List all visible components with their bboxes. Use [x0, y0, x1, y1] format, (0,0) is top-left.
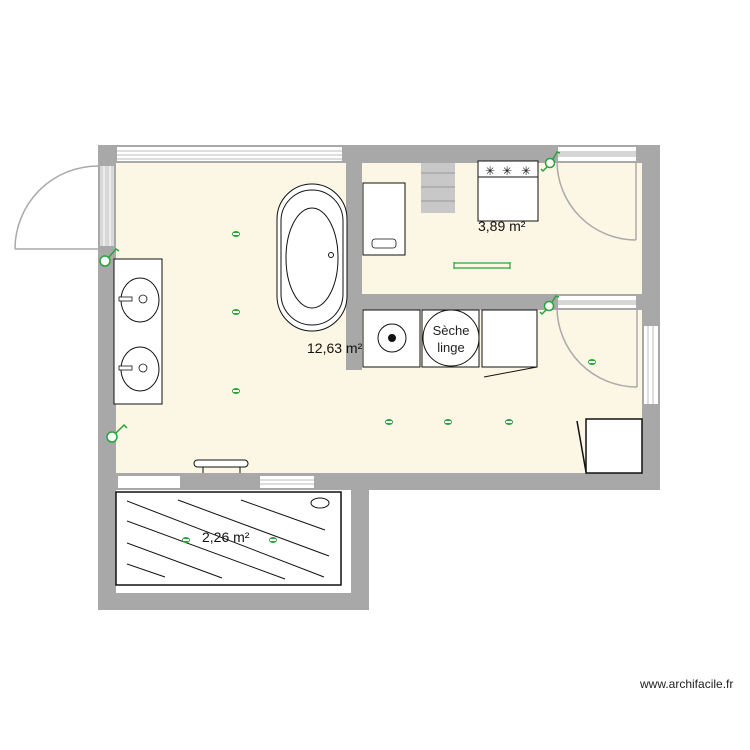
- socket-icon: [385, 419, 393, 425]
- electric-bar: [453, 262, 511, 269]
- light-switches: [99, 151, 561, 443]
- switch-icon: [106, 423, 128, 443]
- entry-door-left[interactable]: [14, 165, 99, 250]
- utility-door-top-right[interactable]: [556, 160, 637, 241]
- cabinet: [481, 309, 538, 368]
- windows: [100, 147, 658, 488]
- shower-tray: [115, 491, 342, 586]
- switch-icon: [99, 248, 120, 267]
- cooktop: ✳ ✳ ✳: [477, 160, 539, 222]
- socket-icon: [232, 388, 240, 394]
- towel-radiator: [193, 459, 249, 473]
- socket-icon: [588, 359, 596, 365]
- area-label-shower-room: 2,26 m²: [202, 529, 250, 545]
- switch-icon: [540, 151, 561, 173]
- socket-icon: [505, 419, 513, 425]
- socket-icon: [232, 309, 240, 315]
- doors[interactable]: [14, 160, 638, 388]
- dryer-label: Sèche linge: [423, 322, 479, 356]
- area-label-utility-room: 3,89 m²: [478, 218, 526, 234]
- svg-text:✳: ✳: [521, 164, 531, 178]
- window-mid-right: [558, 296, 636, 308]
- utility-door-mid-right[interactable]: [556, 307, 638, 388]
- area-label-main-bathroom: 12,63 m²: [307, 340, 363, 356]
- boiler: [362, 182, 406, 256]
- bathtub: [276, 183, 348, 332]
- svg-text:✳: ✳: [485, 164, 495, 178]
- watermark[interactable]: www.archifacile.fr: [640, 677, 734, 691]
- window-shower-top: [118, 476, 314, 488]
- svg-text:✳: ✳: [502, 164, 512, 178]
- laundry-row: [362, 309, 538, 378]
- window-right-wall: [644, 326, 658, 404]
- cabinet-bottom-right: [576, 418, 643, 474]
- socket-icon: [269, 537, 277, 543]
- double-vanity: [113, 258, 163, 405]
- window-top-main: [117, 147, 342, 161]
- socket-icon: [444, 419, 452, 425]
- socket-icon: [182, 537, 190, 543]
- dryer-label-line1: Sèche: [432, 323, 470, 338]
- window-left-door-frame: [100, 166, 114, 246]
- utility-vent: [421, 163, 455, 213]
- sockets: [182, 231, 596, 543]
- dryer-label-line2: linge: [437, 340, 465, 355]
- switch-icon: [539, 295, 560, 316]
- socket-icon: [232, 231, 240, 237]
- window-top-right: [558, 147, 636, 161]
